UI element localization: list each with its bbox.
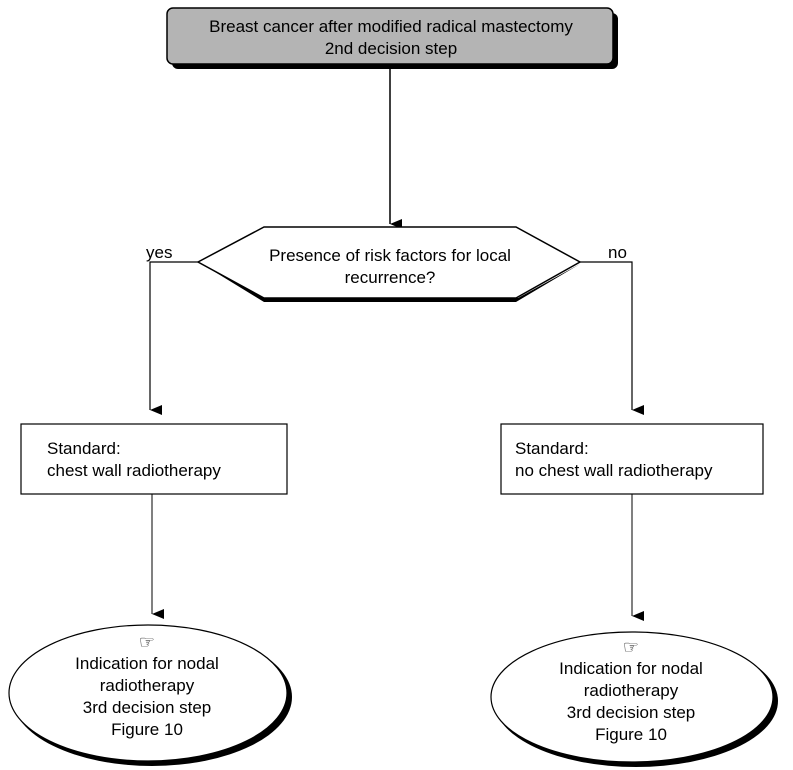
top-box — [166, 7, 614, 65]
left-box-text: Standard: chest wall radiotherapy — [47, 438, 221, 482]
left-oval-line2: radiotherapy — [99, 676, 195, 695]
decision-question-line1: Presence of risk factors for local — [269, 246, 511, 265]
right-oval — [490, 631, 774, 763]
right-oval-text: ☞ Indication for nodal radiotherapy 3rd … — [511, 636, 751, 746]
top-subtitle: 2nd decision step — [324, 39, 458, 58]
right-oval-line2: radiotherapy — [583, 681, 679, 700]
pointing-hand-icon: ☞ — [138, 632, 156, 652]
no-label: no — [608, 243, 627, 262]
pointing-hand-icon: ☞ — [622, 637, 640, 657]
left-oval — [8, 624, 288, 762]
left-box-recommendation: chest wall radiotherapy — [47, 461, 221, 480]
left-oval-figure-ref[interactable]: Figure 10 — [111, 720, 183, 739]
left-standard-box — [20, 423, 288, 495]
connector-yes-branch — [149, 261, 198, 415]
right-oval-figure-ref[interactable]: Figure 10 — [595, 725, 667, 744]
right-box-recommendation: no chest wall radiotherapy — [515, 461, 713, 480]
right-oval-line3: 3rd decision step — [566, 703, 696, 722]
decision-question-line2: recurrence? — [344, 268, 436, 287]
left-oval-line3: 3rd decision step — [82, 698, 212, 717]
decision-text: Presence of risk factors for local recur… — [230, 245, 550, 289]
right-standard-box — [500, 423, 764, 495]
yes-label: yes — [146, 243, 173, 262]
right-box-text: Standard: no chest wall radiotherapy — [515, 438, 713, 482]
right-oval-line1: Indication for nodal — [559, 659, 703, 678]
left-oval-line1: Indication for nodal — [75, 654, 219, 673]
connector-no-branch — [580, 261, 644, 415]
top-box-text: Breast cancer after modified radical mas… — [168, 16, 614, 60]
top-title: Breast cancer after modified radical mas… — [209, 17, 573, 36]
right-box-heading: Standard: — [515, 439, 589, 458]
left-box-heading: Standard: — [47, 439, 121, 458]
left-oval-text: ☞ Indication for nodal radiotherapy 3rd … — [27, 631, 267, 741]
